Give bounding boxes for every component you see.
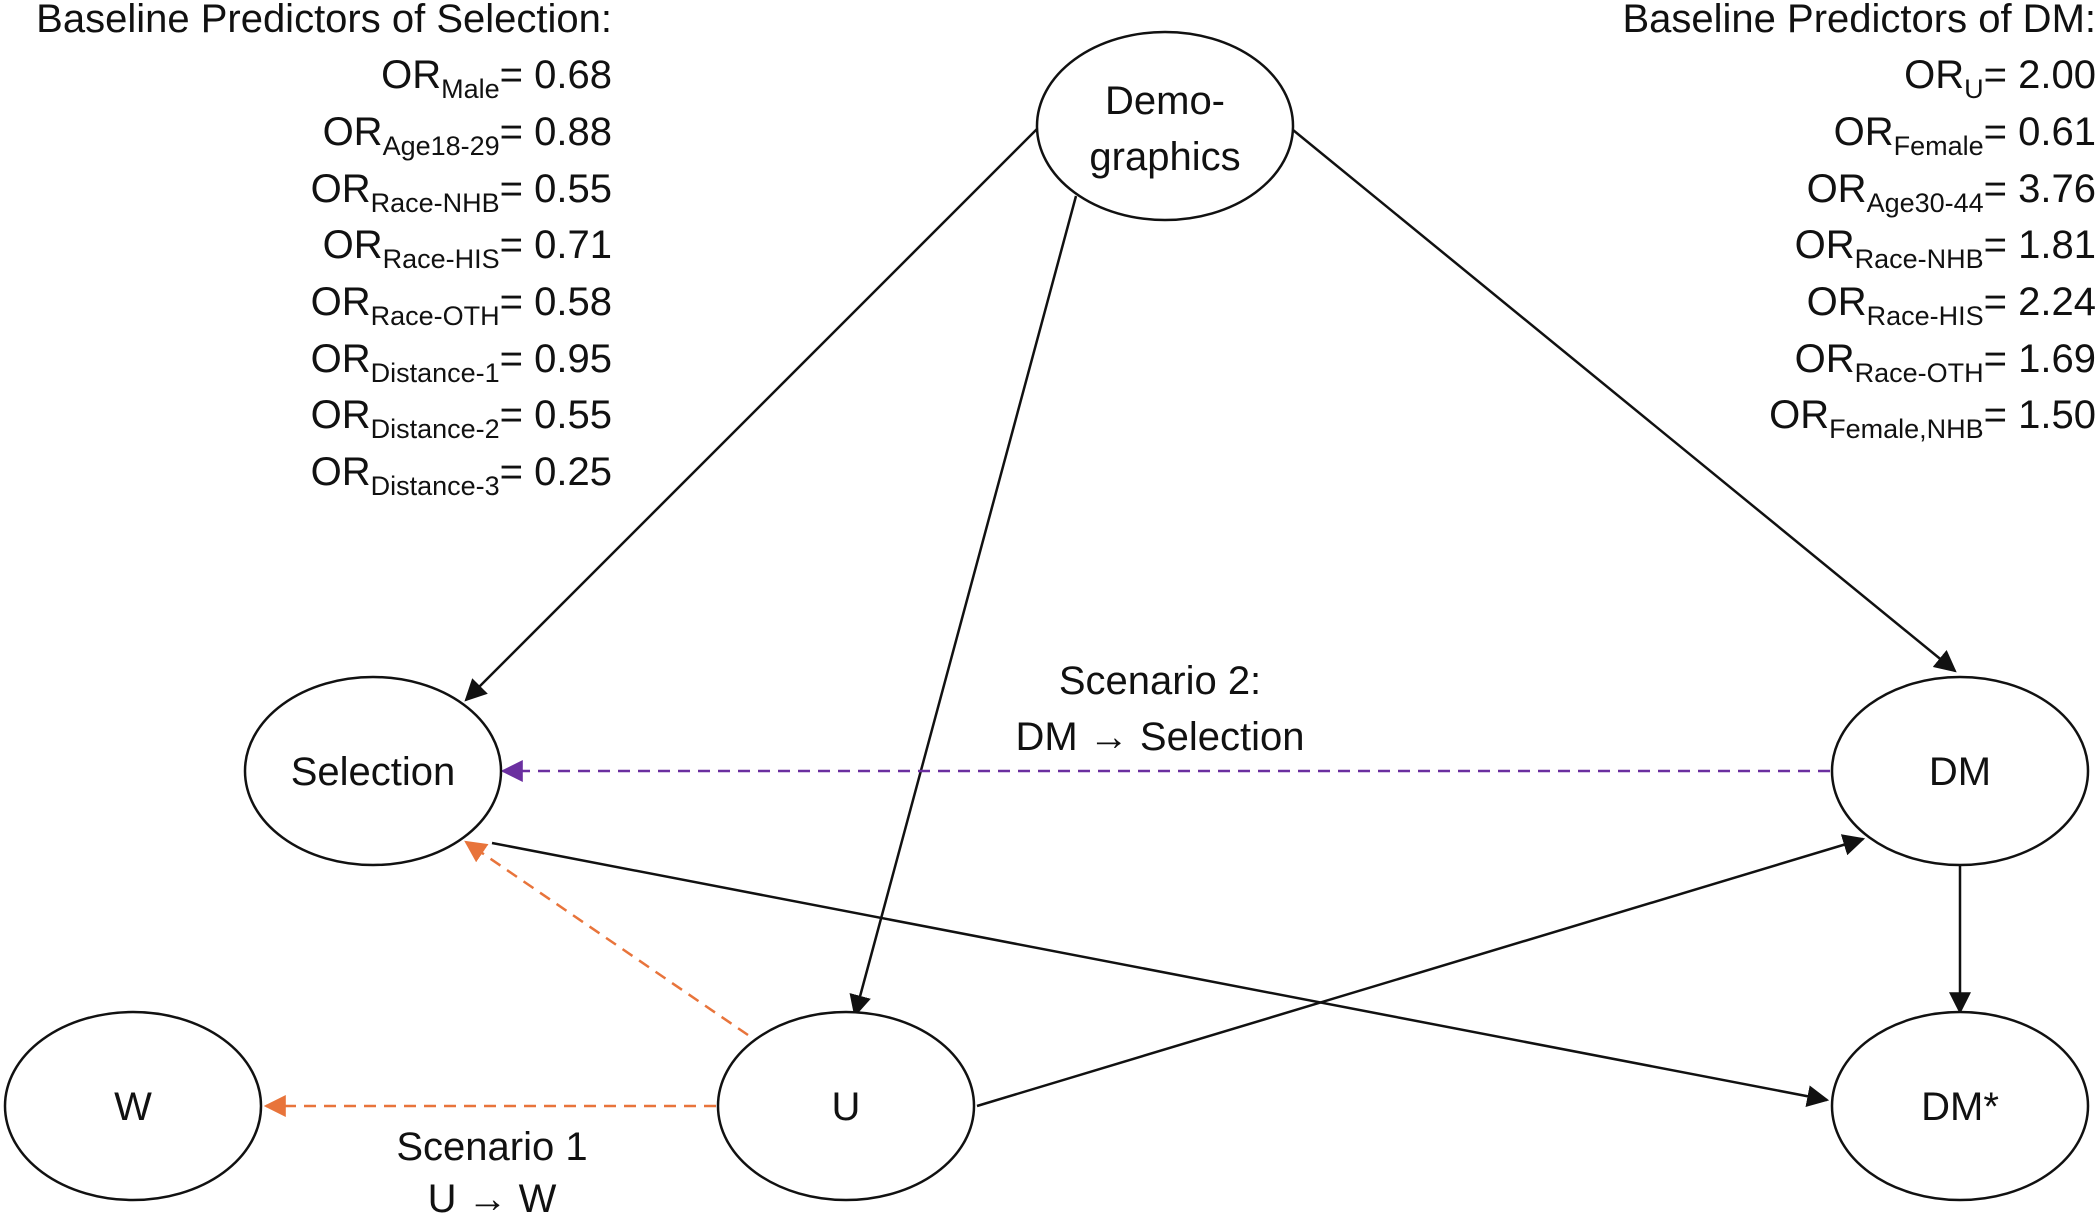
selection-or-row: ORRace-OTH= 0.58 — [311, 280, 612, 331]
node-dm-star: DM* — [1830, 1010, 2090, 1202]
edge-demographics-to-selection — [464, 127, 1039, 702]
dm-predictors-panel: Baseline Predictors of DM: ORU= 2.00 ORF… — [1622, 0, 2096, 444]
scenario1-title: Scenario 1 — [396, 1125, 587, 1169]
scenario2-relation: DM → Selection — [1016, 715, 1305, 759]
dm-or-row: ORAge30-44= 3.76 — [1807, 167, 2096, 218]
dm-or-row: ORRace-NHB= 1.81 — [1795, 223, 2096, 274]
node-dm-star-label: DM* — [1921, 1085, 1999, 1129]
dm-or-row: ORRace-HIS= 2.24 — [1807, 280, 2096, 331]
selection-or-row: ORDistance-2= 0.55 — [311, 393, 612, 444]
scenario1-relation: U → W — [428, 1177, 557, 1219]
edge-demographics-to-u — [849, 195, 1078, 1018]
dm-or-row: ORU= 2.00 — [1904, 53, 2096, 104]
node-dm-label: DM — [1929, 750, 1991, 794]
scenario1-label: Scenario 1 U → W — [396, 1125, 587, 1219]
node-w: W — [3, 1010, 263, 1202]
selection-or-row: ORRace-HIS= 0.71 — [323, 223, 612, 274]
node-demographics-line2: graphics — [1089, 135, 1240, 179]
scenario2-label: Scenario 2: DM → Selection — [1016, 659, 1305, 759]
selection-or-row: ORDistance-3= 0.25 — [311, 450, 612, 501]
node-demographics-line1: Demo- — [1105, 79, 1225, 123]
edge-scenario1-u-to-selection — [464, 840, 749, 1037]
dm-or-row: ORFemale,NHB= 1.50 — [1769, 393, 2096, 444]
node-selection-label: Selection — [291, 750, 456, 794]
dm-panel-heading: Baseline Predictors of DM: — [1622, 0, 2096, 41]
selection-or-row: ORAge18-29= 0.88 — [323, 110, 612, 161]
selection-panel-heading: Baseline Predictors of Selection: — [36, 0, 612, 41]
selection-or-row: ORDistance-1= 0.95 — [311, 337, 612, 388]
edge-u-to-dm — [976, 834, 1866, 1108]
node-demographics: Demo- graphics — [1035, 30, 1295, 222]
node-w-label: W — [114, 1085, 152, 1129]
dm-or-row: ORFemale= 0.61 — [1834, 110, 2096, 161]
node-u-label: U — [832, 1085, 861, 1129]
edge-selection-to-dm-star — [491, 841, 1830, 1108]
dm-or-row: ORRace-OTH= 1.69 — [1795, 337, 2096, 388]
node-dm: DM — [1830, 675, 2090, 867]
selection-predictors-panel: Baseline Predictors of Selection: ORMale… — [36, 0, 612, 501]
node-u: U — [716, 1010, 976, 1202]
scenario2-title: Scenario 2: — [1059, 659, 1261, 703]
node-selection: Selection — [243, 675, 503, 867]
edges — [263, 127, 1971, 1117]
edge-demographics-to-dm — [1292, 129, 1957, 673]
selection-or-row: ORMale= 0.68 — [381, 53, 612, 104]
selection-or-row: ORRace-NHB= 0.55 — [311, 167, 612, 218]
